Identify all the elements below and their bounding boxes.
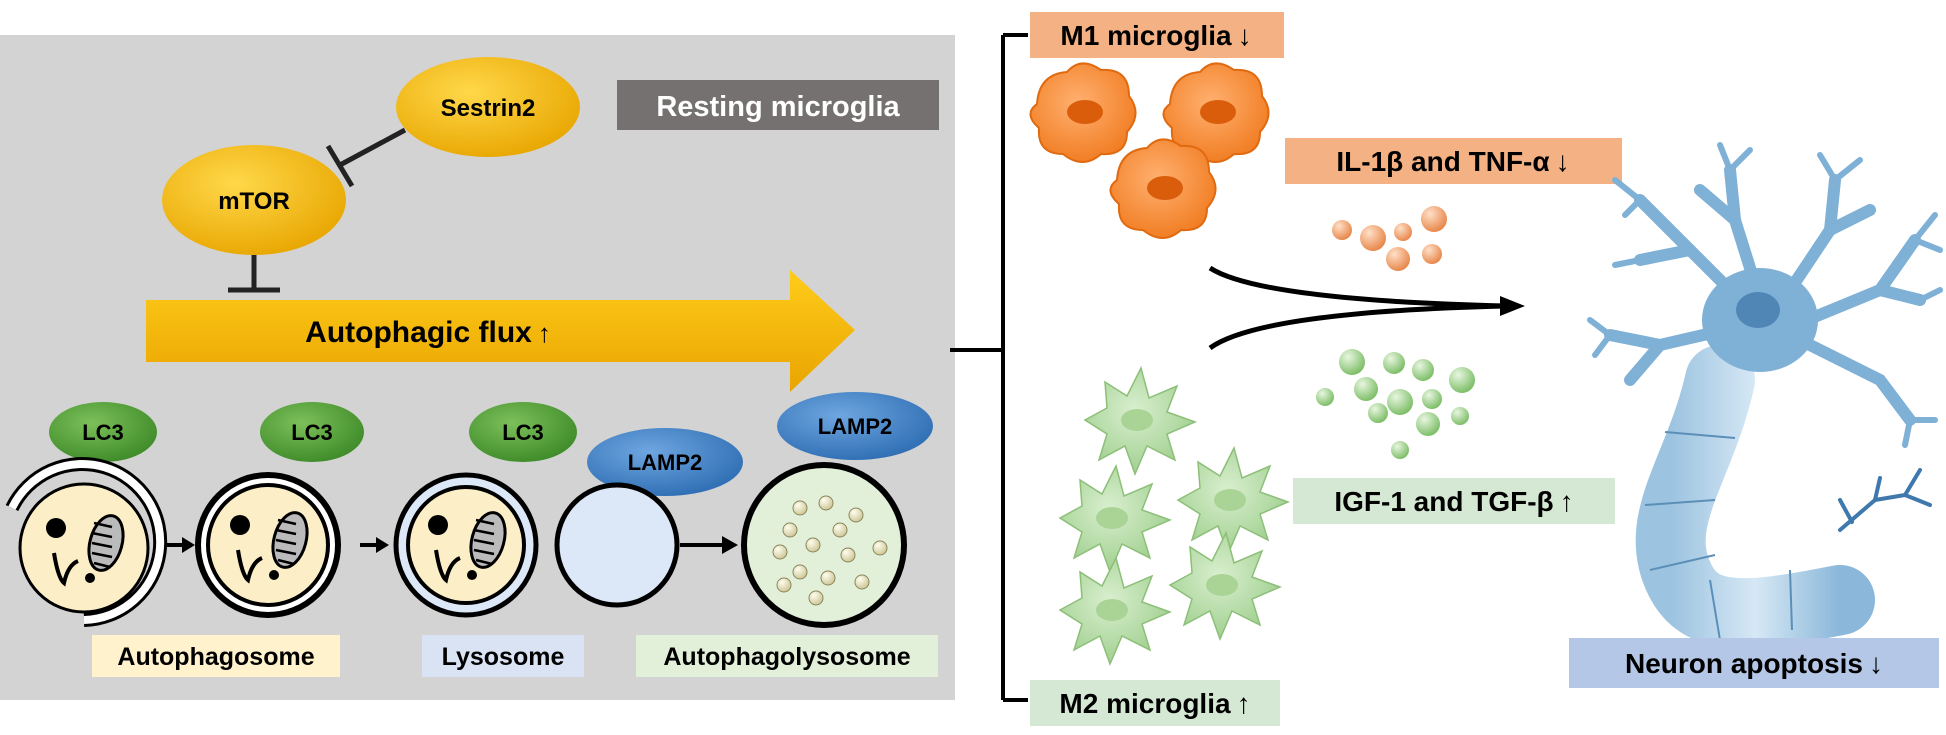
autophagosome-label: Autophagosome xyxy=(117,643,314,671)
m1-microglia-cells xyxy=(1029,62,1270,239)
lc3-label-1: LC3 xyxy=(82,420,124,445)
lamp2-label-2: LAMP2 xyxy=(818,414,893,439)
sestrin2-node xyxy=(396,57,580,157)
sestrin2-label: Sestrin2 xyxy=(441,95,536,122)
resting-title: Resting microglia xyxy=(656,91,900,123)
lysosome-label: Lysosome xyxy=(442,643,565,671)
m1-label: M1 microglia↓ xyxy=(1060,20,1251,51)
lc3-label-3: LC3 xyxy=(502,420,544,445)
lamp2-marker-2 xyxy=(777,392,933,460)
phagophore xyxy=(5,457,168,627)
autophagic-flux-arrow xyxy=(146,270,855,392)
lc3-marker-2 xyxy=(260,402,364,462)
lysosome-label-box xyxy=(422,635,584,677)
merge-arrow-icon xyxy=(1208,265,1506,351)
cytokines-anti-label-box xyxy=(1293,478,1615,524)
lc3-marker-1 xyxy=(49,402,157,462)
inhibit-sestrin2-mtor-icon xyxy=(325,127,407,188)
autophagolysosome xyxy=(741,462,907,628)
mtor-label: mTOR xyxy=(218,188,290,215)
m2-label: M2 microglia↑ xyxy=(1059,688,1250,719)
cytokines-pro-label-box xyxy=(1285,138,1622,184)
m2-label-box xyxy=(1030,680,1280,726)
autophagosome-label-box xyxy=(92,635,340,677)
m2-microglia-cells xyxy=(1058,365,1291,667)
neuron-label-box xyxy=(1569,638,1939,688)
autophagosome-mature xyxy=(393,472,539,618)
autophagic-flux-label: Autophagic flux↑ xyxy=(305,316,551,349)
lamp2-label-1: LAMP2 xyxy=(628,450,703,475)
stage-arrow-icon-2 xyxy=(360,537,389,553)
lysosome xyxy=(554,482,680,608)
inhibit-mtor-flux-icon xyxy=(228,255,280,293)
neuron-label: Neuron apoptosis↓ xyxy=(1625,648,1883,679)
lc3-label-2: LC3 xyxy=(291,420,333,445)
outcome-bracket xyxy=(950,33,1028,702)
m1-label-box xyxy=(1030,12,1284,58)
pro-cytokine-particles xyxy=(1332,206,1447,271)
cytokines-pro-label: IL-1β and TNF-α↓ xyxy=(1336,146,1569,177)
lc3-marker-3 xyxy=(469,402,577,462)
autophagosome xyxy=(195,472,341,618)
lamp2-marker-1 xyxy=(587,428,743,496)
autophagolysosome-label-box xyxy=(636,635,938,677)
mtor-node xyxy=(162,145,346,255)
merge-arrowhead-icon xyxy=(1500,296,1525,316)
anti-cytokine-particles xyxy=(1316,349,1475,459)
autophagolysosome-label: Autophagolysosome xyxy=(663,643,910,671)
mitochondrion-icon xyxy=(46,514,125,587)
cytokines-anti-label: IGF-1 and TGF-β↑ xyxy=(1334,486,1573,517)
resting-title-box xyxy=(617,80,939,130)
stage-arrow-icon-1 xyxy=(166,537,195,553)
neuron-illustration xyxy=(1587,142,1943,649)
stage-arrow-icon-3 xyxy=(680,536,738,554)
